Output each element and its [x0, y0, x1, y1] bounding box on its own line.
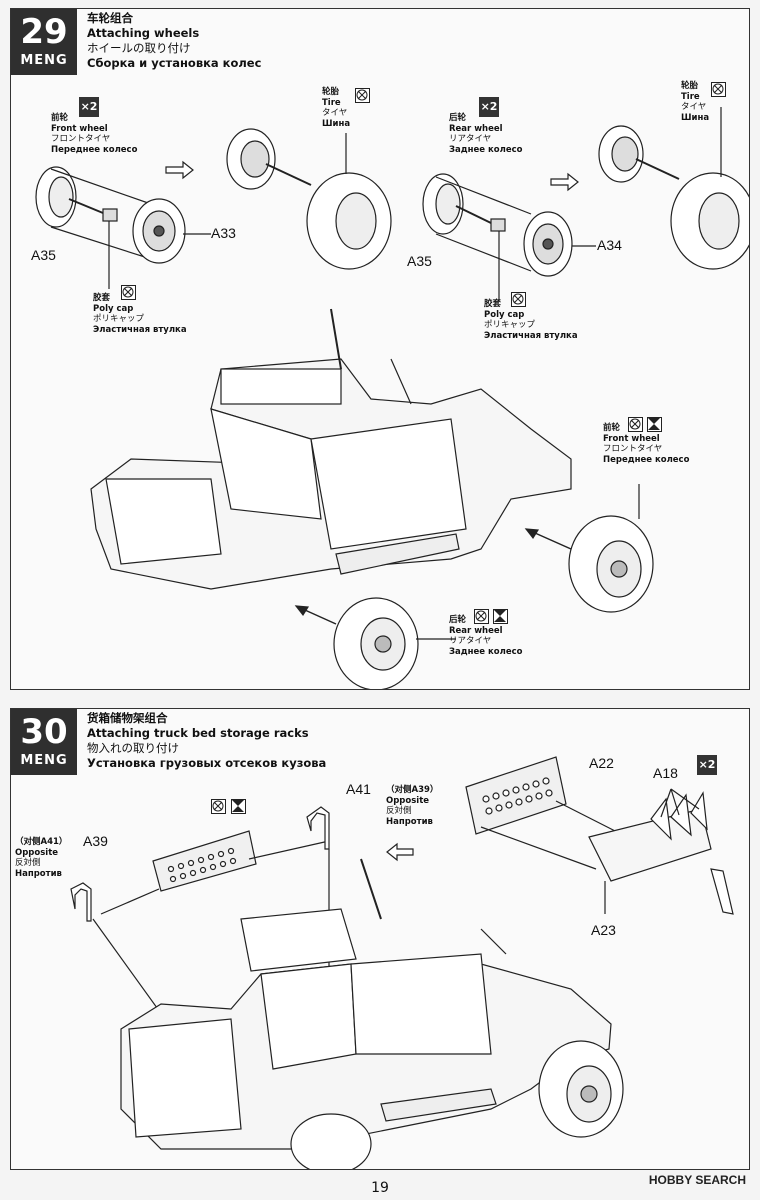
step-number: 30 — [20, 712, 68, 752]
paint-icon — [211, 799, 226, 814]
front-wheel-callout: 前轮 Front wheel フロントタイヤ Переднее колесо — [603, 423, 690, 465]
opposite-a41-label: （对侧A41） Opposite 反対側 Напротив — [15, 837, 68, 879]
meng-logo: MENG — [20, 753, 68, 768]
rear-wheel-callout: 后轮 Rear wheel リアタイヤ Заднее колесо — [449, 615, 523, 657]
polycap-label-left: 胶套 Poly cap ポリキャップ Эластичная втулка — [93, 293, 187, 335]
part-a34: A34 — [597, 237, 622, 253]
front-wheel-label: 前轮 Front wheel フロントタイヤ Переднее колесо — [51, 113, 138, 155]
paint-icon — [474, 609, 489, 624]
part-a18: A18 — [653, 765, 678, 781]
part-a23: A23 — [591, 922, 616, 938]
part-a41: A41 — [346, 781, 371, 797]
tire-label-right: 轮胎 Tire タイヤ Шина — [681, 81, 710, 123]
title-en: Attaching truck bed storage racks — [87, 726, 309, 740]
step-30-panel: 30 MENG 货箱储物架组合 Attaching truck bed stor… — [10, 708, 750, 1170]
watermark: HOBBY SEARCH — [648, 1173, 746, 1187]
step-30-illustration — [70, 756, 734, 1169]
quantity-badge: ×2 — [479, 97, 499, 117]
tire-label-left: 轮胎 Tire タイヤ Шина — [322, 87, 351, 129]
step-29-title: 车轮组合 Attaching wheels ホイールの取り付け Сборка и… — [87, 11, 261, 71]
title-ja: 物入れの取り付け — [87, 741, 179, 755]
paint-icon — [355, 88, 370, 103]
part-a22: A22 — [589, 755, 614, 771]
meng-logo: MENG — [20, 53, 68, 68]
part-a35-right: A35 — [407, 253, 432, 269]
page-number: 19 — [371, 1180, 389, 1196]
title-ja: ホイールの取り付け — [87, 41, 191, 55]
paint-icon — [628, 417, 643, 432]
title-ru: Установка грузовых отсеков кузова — [87, 756, 327, 770]
step-29-panel: 29 MENG 车轮组合 Attaching wheels ホイールの取り付け … — [10, 8, 750, 690]
decal-icon — [231, 799, 246, 814]
opposite-a39-label: （对侧A39） Opposite 反対側 Напротив — [386, 785, 439, 827]
title-zh: 货箱储物架组合 — [87, 711, 168, 725]
polycap-label-right: 胶套 Poly cap ポリキャップ Эластичная втулка — [484, 299, 578, 341]
step-number: 29 — [20, 12, 68, 52]
part-a39: A39 — [83, 833, 108, 849]
title-en: Attaching wheels — [87, 26, 200, 40]
step-29-illustration — [35, 107, 749, 689]
paint-icon — [511, 292, 526, 307]
paint-icon — [711, 82, 726, 97]
part-a35-left: A35 — [31, 247, 56, 263]
paint-icon — [121, 285, 136, 300]
part-a33: A33 — [211, 225, 236, 241]
step-29-badge: 29 MENG — [11, 9, 77, 75]
step-30-badge: 30 MENG — [11, 709, 77, 775]
decal-icon — [493, 609, 508, 624]
quantity-badge: ×2 — [697, 755, 717, 775]
decal-icon — [647, 417, 662, 432]
title-ru: Сборка и установка колес — [87, 56, 262, 70]
title-zh: 车轮组合 — [87, 11, 133, 25]
rear-wheel-label: 后轮 Rear wheel リアタイヤ Заднее колесо — [449, 113, 523, 155]
step-30-title: 货箱储物架组合 Attaching truck bed storage rack… — [87, 711, 326, 771]
quantity-badge: ×2 — [79, 97, 99, 117]
